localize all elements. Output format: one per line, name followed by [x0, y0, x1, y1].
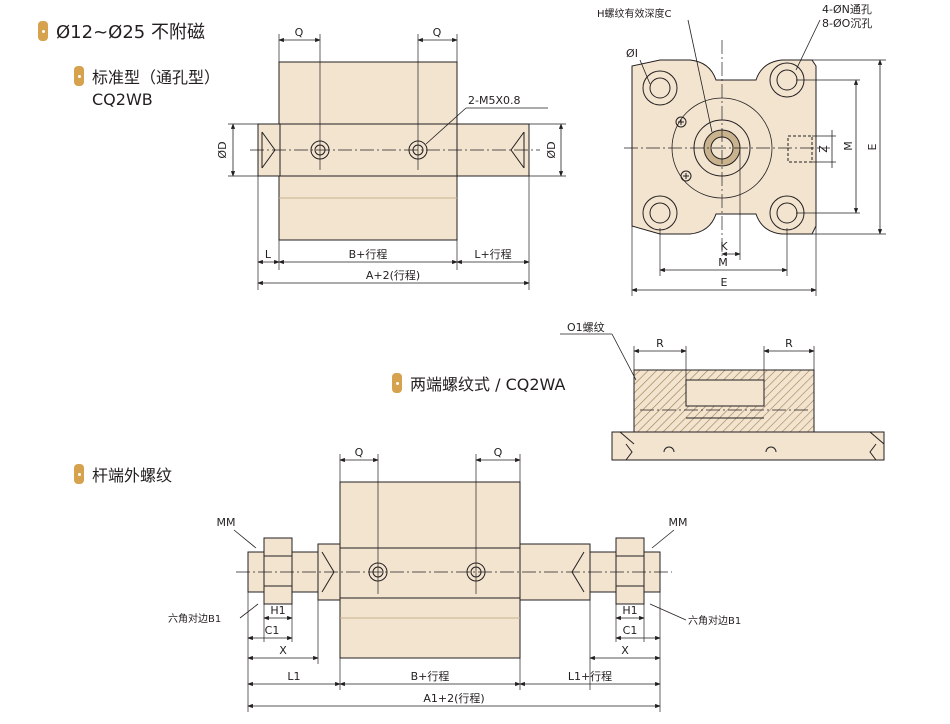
- mm-left-label: MM: [217, 516, 236, 529]
- port-label: 2-M5X0.8: [468, 94, 521, 107]
- l1-label: L1: [287, 670, 300, 683]
- q-left-label: Q: [295, 26, 304, 39]
- d-right-label: ØD: [545, 141, 558, 158]
- x-right-label: X: [621, 644, 629, 657]
- h1-left-label: H1: [270, 604, 285, 617]
- rod-q-left-label: Q: [355, 446, 364, 459]
- standard-side-view: [228, 34, 566, 290]
- end-view: [624, 19, 886, 296]
- m-vert-label: M: [842, 141, 855, 151]
- both-ends-title: 两端螺纹式 / CQ2WA: [410, 375, 566, 394]
- c1-right-label: C1: [623, 624, 638, 637]
- both-ends-view: [560, 333, 885, 461]
- rod-end-view: [233, 454, 687, 712]
- z-label: Z: [817, 145, 830, 153]
- rod-b-stroke-label: B+行程: [411, 670, 450, 683]
- q-right-label: Q: [433, 26, 442, 39]
- both-ends-heading: 两端螺纹式 / CQ2WA: [392, 371, 565, 395]
- bullet-icon: [392, 373, 402, 393]
- r-left-label: R: [656, 337, 664, 350]
- rod-end-heading: 杆端外螺纹: [74, 462, 172, 486]
- l-label: L: [265, 248, 272, 261]
- mm-right-label: MM: [669, 516, 688, 529]
- b1-right-label: 六角对边B1: [688, 614, 741, 627]
- e-horiz-label: E: [721, 276, 728, 289]
- series-heading: Ø12~Ø25 不附磁: [38, 18, 205, 44]
- standard-model: CQ2WB: [92, 90, 153, 109]
- b-stroke-label: B+行程: [349, 248, 388, 261]
- o1-label: O1螺纹: [567, 320, 605, 334]
- rod-end-title: 杆端外螺纹: [92, 466, 173, 485]
- bullet-icon: [74, 66, 84, 86]
- c1-left-label: C1: [265, 624, 280, 637]
- series-title: Ø12~Ø25 不附磁: [56, 22, 205, 43]
- l1-stroke-label: L1+行程: [568, 670, 612, 683]
- standard-heading: 标准型（通孔型）: [74, 64, 220, 88]
- b1-left-label: 六角对边B1: [168, 612, 221, 625]
- d-left-label: ØD: [216, 141, 229, 158]
- l-stroke-label: L+行程: [474, 248, 511, 261]
- h1-right-label: H1: [622, 604, 637, 617]
- bullet-icon: [74, 464, 84, 484]
- rod-q-right-label: Q: [494, 446, 503, 459]
- h-thread-label: H螺纹有效深度C: [597, 7, 672, 20]
- a1-total-label: A1+2(行程): [423, 692, 484, 705]
- bullet-icon: [38, 21, 48, 41]
- m-horiz-label: M: [718, 256, 728, 269]
- e-vert-label: E: [866, 143, 879, 150]
- standard-title: 标准型（通孔型）: [92, 68, 221, 87]
- i-label: ØI: [626, 47, 638, 60]
- o-hole-label: 8-ØO沉孔: [822, 17, 872, 30]
- k-label: K: [720, 240, 728, 253]
- x-left-label: X: [279, 644, 287, 657]
- n-hole-label: 4-ØN通孔: [822, 3, 872, 16]
- r-right-label: R: [785, 337, 793, 350]
- a-total-label: A+2(行程): [366, 269, 420, 282]
